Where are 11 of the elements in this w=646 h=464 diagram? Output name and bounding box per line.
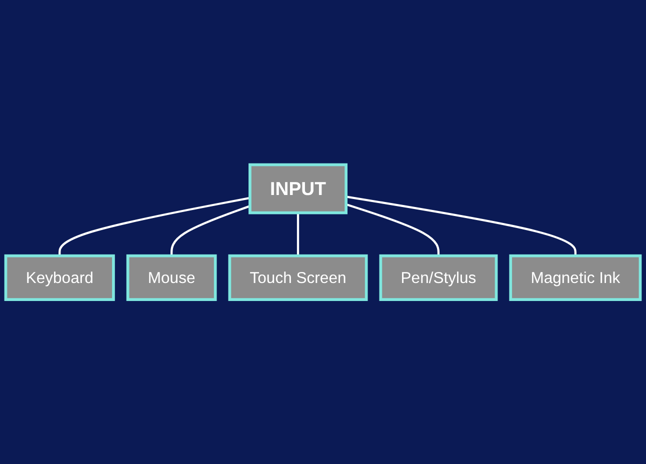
connector <box>346 203 440 256</box>
node-box: Mouse <box>126 254 217 301</box>
connector <box>170 204 250 256</box>
connector <box>346 195 577 256</box>
connector <box>296 212 300 256</box>
node-box: Keyboard <box>4 254 115 301</box>
node-box: Touch Screen <box>228 254 368 301</box>
connector <box>58 196 250 256</box>
node-box: Magnetic Ink <box>509 254 642 301</box>
node-box: INPUT <box>248 163 348 214</box>
node-box: Pen/Stylus <box>379 254 498 301</box>
